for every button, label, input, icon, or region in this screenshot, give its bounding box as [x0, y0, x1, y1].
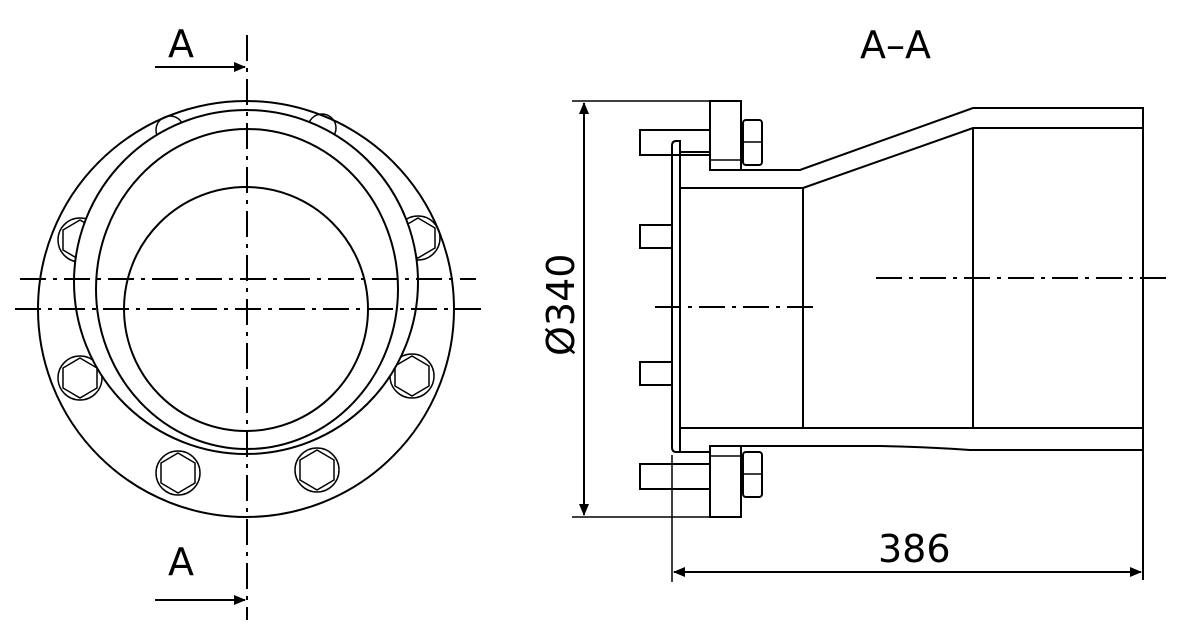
section-title: A–A	[860, 23, 931, 67]
pipe-outer-bottom	[741, 445, 1143, 451]
bolt-stub	[639, 224, 673, 249]
section-view: A–A Ø340 386	[539, 23, 1168, 582]
pipe-outer-top	[741, 107, 1144, 580]
bolt-stub	[639, 361, 673, 386]
bolt-stub	[639, 463, 711, 490]
front-view: A A	[15, 22, 481, 620]
bolt-icon	[155, 450, 201, 496]
backing-plate	[671, 140, 681, 453]
section-marker-top: A	[168, 22, 194, 66]
length-dimension: 386	[878, 527, 951, 571]
nut-bottom	[742, 451, 763, 498]
bolt-stub	[639, 129, 711, 156]
pipe-inner-top	[680, 127, 1143, 189]
section-marker-bottom: A	[168, 540, 194, 584]
diameter-dimension: Ø340	[539, 254, 583, 356]
nut-top	[742, 119, 763, 166]
bolt-icon	[294, 447, 340, 493]
